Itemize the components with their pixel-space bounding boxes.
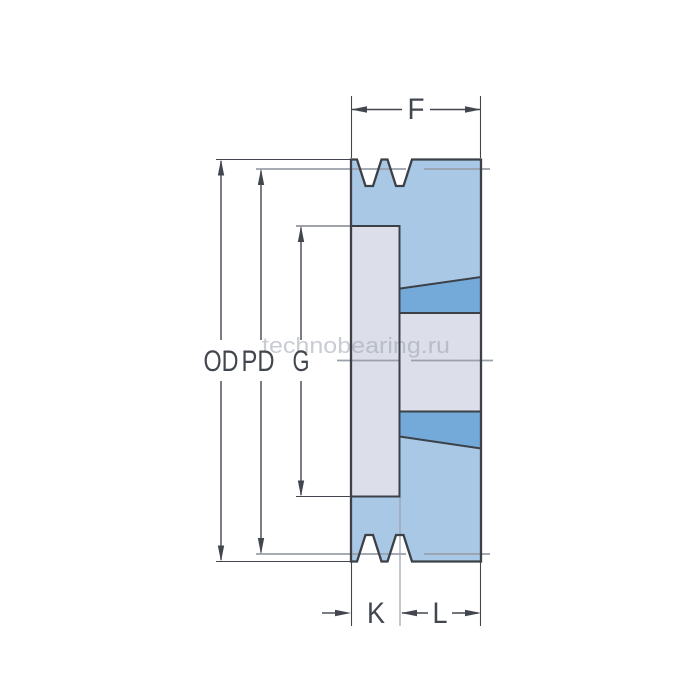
- dim-PD-arrow-bottom: [257, 538, 265, 554]
- watermark-text: technobearing.ru: [262, 333, 450, 358]
- guide-lines: [256, 168, 493, 626]
- dim-G-extension-lines: [296, 225, 351, 498]
- dim-G-arrow-bottom: [297, 480, 305, 497]
- dimension-G: G: [293, 225, 351, 498]
- bore-outline: [398, 312, 482, 413]
- dim-L-arrow-left: [401, 609, 417, 617]
- dimension-PD: PD: [242, 169, 275, 554]
- shape-outlines: [349, 158, 483, 563]
- dim-F-arrow-left: [351, 106, 367, 113]
- pulley-body-outline: [349, 158, 483, 563]
- dim-KL-extension-lines: [350, 562, 482, 626]
- label-PD: PD: [242, 345, 275, 378]
- dimension-K-L: K L: [322, 562, 482, 630]
- dim-K-arrow: [335, 609, 351, 617]
- dim-F-arrow-right: [465, 106, 481, 113]
- label-K: K: [367, 597, 385, 630]
- label-L: L: [433, 597, 448, 630]
- label-OD: OD: [204, 345, 239, 378]
- dimension-OD: OD: [204, 158, 351, 563]
- label-F: F: [408, 93, 425, 126]
- dim-L-arrow-right: [465, 609, 481, 617]
- dim-OD-arrow-bottom: [217, 545, 225, 562]
- bore-block: [399, 313, 481, 412]
- label-G: G: [293, 345, 310, 378]
- dim-OD-extension-lines: [216, 158, 351, 563]
- dimension-F: F: [350, 93, 482, 158]
- dim-PD-arrow-top: [257, 169, 265, 185]
- dim-OD-arrow-top: [217, 159, 225, 176]
- dim-F-extension-lines: [350, 96, 482, 158]
- dim-G-arrow-top: [297, 226, 305, 242]
